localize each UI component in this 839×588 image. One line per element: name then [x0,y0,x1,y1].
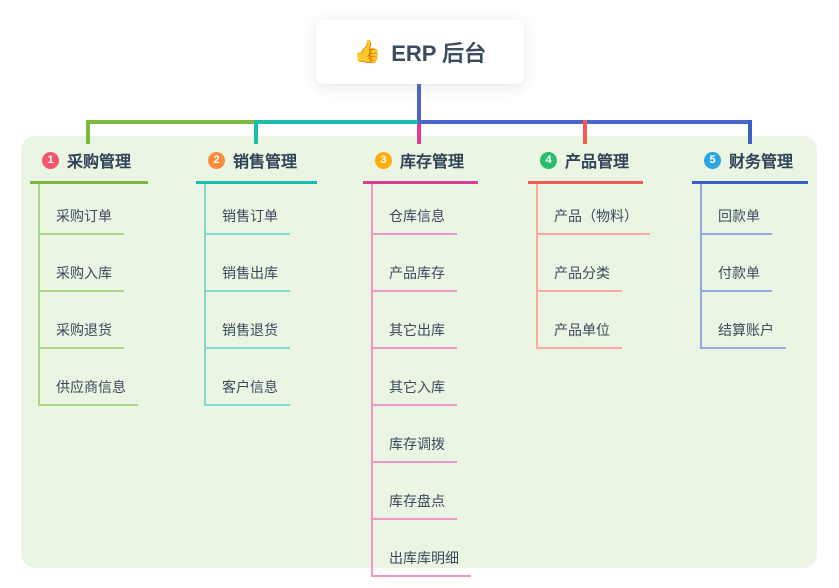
child-node[interactable]: 产品库存 [373,235,457,292]
child-node-label: 结算账户 [718,322,774,338]
branch-children: 回款单付款单结算账户 [700,184,808,349]
child-node-label: 产品分类 [554,265,610,281]
branch-header-inventory[interactable]: 3 库存管理 [363,148,478,184]
branch-header-finance[interactable]: 5 财务管理 [692,148,808,184]
child-node-label: 采购订单 [56,208,112,224]
child-node-label: 采购退货 [56,322,112,338]
branch-finance: 5 财务管理 回款单付款单结算账户 [692,148,808,349]
child-node[interactable]: 采购订单 [40,184,124,235]
child-node-label: 供应商信息 [56,379,126,395]
child-node[interactable]: 产品（物料） [538,184,650,235]
root-node-label: ERP 后台 [391,41,487,66]
branch-label: 产品管理 [565,154,630,171]
child-node-label: 库存调拨 [389,436,445,452]
child-node-label: 客户信息 [222,379,278,395]
child-node[interactable]: 销售退货 [206,292,290,349]
child-node[interactable]: 销售出库 [206,235,290,292]
connector-drop-4 [583,120,587,144]
thumbs-up-icon: 👍 [353,39,382,64]
child-node-label: 回款单 [718,208,760,224]
branch-header-sales[interactable]: 2 销售管理 [196,148,317,184]
connector-horizontal-segment-1 [86,120,256,124]
branch-purchase: 1 采购管理 采购订单采购入库采购退货供应商信息 [30,148,148,406]
branch-children: 销售订单销售出库销售退货客户信息 [204,184,317,406]
child-node[interactable]: 供应商信息 [40,349,138,406]
child-node-label: 产品（物料） [554,208,638,224]
child-node-label: 销售订单 [222,208,278,224]
child-node-label: 销售退货 [222,322,278,338]
branch-label: 采购管理 [67,154,132,171]
child-node[interactable]: 付款单 [702,235,772,292]
branch-label: 财务管理 [729,154,794,171]
child-node-label: 其它出库 [389,322,445,338]
branch-children: 产品（物料） 产品分类产品单位 [536,184,650,349]
child-node-label: 出库库明细 [389,550,459,566]
child-node[interactable]: 采购退货 [40,292,124,349]
branch-children: 仓库信息产品库存其它出库其它入库库存调拨库存盘点出库库明细 [371,184,478,577]
child-node-label: 产品单位 [554,322,610,338]
child-node[interactable]: 其它入库 [373,349,457,406]
child-node[interactable]: 库存调拨 [373,406,457,463]
child-node[interactable]: 采购入库 [40,235,124,292]
connector-drop-2 [254,120,258,144]
branch-number-badge: 3 [375,151,392,169]
child-node-label: 其它入库 [389,379,445,395]
child-node[interactable]: 回款单 [702,184,772,235]
branch-label: 库存管理 [400,154,465,171]
child-node[interactable]: 仓库信息 [373,184,457,235]
connector-drop-3 [417,124,421,144]
child-node-label: 库存盘点 [389,493,445,509]
branch-label: 销售管理 [233,154,298,171]
branch-number-badge: 2 [208,151,225,169]
branch-product: 4 产品管理 产品（物料） 产品分类产品单位 [528,148,650,349]
branch-children: 采购订单采购入库采购退货供应商信息 [38,184,148,406]
branch-number-badge: 1 [42,151,59,169]
child-node-label: 付款单 [718,265,760,281]
branches-panel [21,136,817,568]
branch-sales: 2 销售管理 销售订单销售出库销售退货客户信息 [196,148,317,406]
connector-drop-1 [86,120,90,144]
branch-header-product[interactable]: 4 产品管理 [528,148,643,184]
branch-inventory: 3 库存管理 仓库信息产品库存其它出库其它入库库存调拨库存盘点出库库明细 [363,148,478,577]
child-node[interactable]: 客户信息 [206,349,290,406]
child-node[interactable]: 库存盘点 [373,463,457,520]
root-node[interactable]: 👍 ERP 后台 [316,20,524,84]
child-node[interactable]: 结算账户 [702,292,786,349]
child-node[interactable]: 产品单位 [538,292,622,349]
branch-header-purchase[interactable]: 1 采购管理 [30,148,148,184]
child-node[interactable]: 其它出库 [373,292,457,349]
child-node[interactable]: 产品分类 [538,235,622,292]
child-node[interactable]: 出库库明细 [373,520,471,577]
connector-horizontal-segment-2 [256,120,418,124]
connector-drop-5 [748,120,752,144]
branch-number-badge: 5 [704,151,721,169]
child-node-label: 产品库存 [389,265,445,281]
child-node-label: 销售出库 [222,265,278,281]
child-node[interactable]: 销售订单 [206,184,290,235]
branch-number-badge: 4 [540,151,557,169]
child-node-label: 仓库信息 [389,208,445,224]
connector-root-vertical [417,84,421,124]
child-node-label: 采购入库 [56,265,112,281]
